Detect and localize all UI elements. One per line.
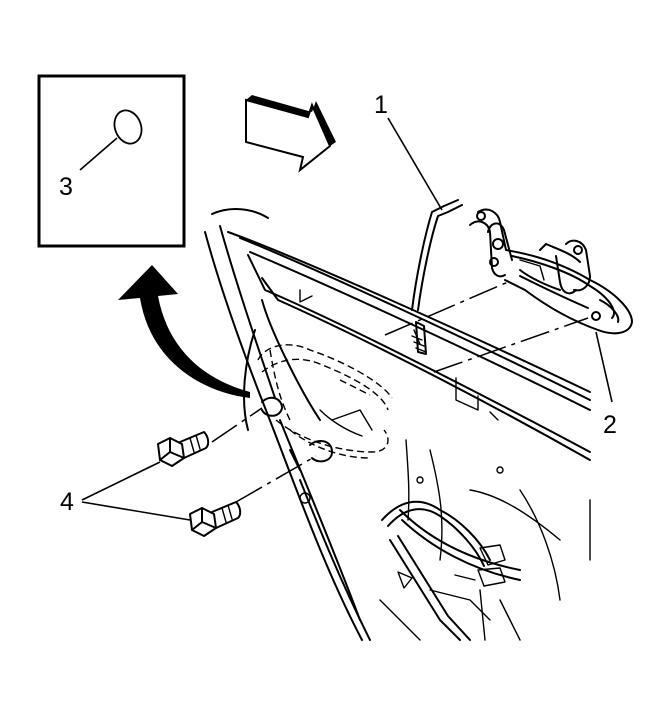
callout-3: 3	[59, 173, 73, 201]
leader-1	[387, 117, 443, 211]
callout-4-group: 4	[60, 461, 191, 521]
bolt-lower	[189, 501, 242, 537]
leader-3	[79, 137, 118, 171]
outside-door-handle: 2	[469, 208, 633, 439]
curved-arrow-icon	[118, 265, 250, 398]
callout-2: 2	[603, 411, 617, 439]
detail-inset: 3	[37, 74, 186, 248]
callout-4: 4	[60, 488, 74, 516]
alignment-leaders	[211, 281, 589, 503]
access-plug	[113, 109, 143, 145]
callout-1: 1	[374, 91, 388, 119]
door-panel	[204, 208, 591, 641]
bolt-upper	[157, 431, 210, 467]
lock-rod: 1	[374, 91, 463, 355]
leader-2	[595, 331, 613, 403]
forward-arrow-icon	[245, 95, 336, 173]
